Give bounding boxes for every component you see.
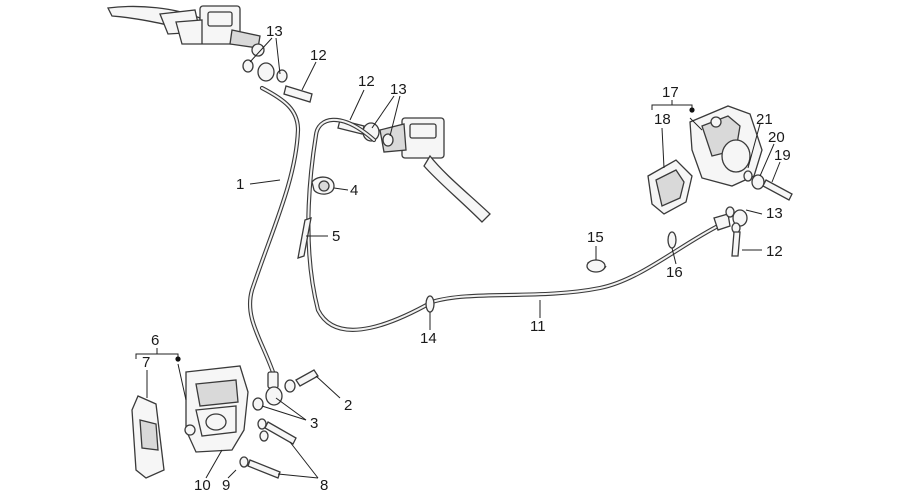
rear-brake-pads-icon xyxy=(647,159,693,215)
callout-6: 6 xyxy=(151,332,159,349)
callout-3: 3 xyxy=(310,415,318,432)
rear-brake-hose-icon xyxy=(306,117,731,332)
front-caliper-bolt-icon xyxy=(252,369,319,411)
callout-16: 16 xyxy=(666,264,683,281)
rear-caliper-icon xyxy=(689,105,763,187)
bracket-dot-right xyxy=(689,107,695,113)
callout-9: 9 xyxy=(222,477,230,493)
rear-caliper-bolt-icon xyxy=(743,170,793,201)
callout-labels: 13 12 12 13 1 4 5 6 7 2 3 8 9 10 14 11 1… xyxy=(142,23,791,493)
front-brake-hose-icon xyxy=(247,85,301,389)
callout-20: 20 xyxy=(768,129,785,146)
hose-clip-icon xyxy=(425,295,435,313)
callout-10: 10 xyxy=(194,477,211,493)
rear-master-cylinder-icon xyxy=(337,117,491,223)
front-brake-pads-icon xyxy=(131,395,165,479)
callout-7: 7 xyxy=(142,354,150,371)
front-caliper-icon xyxy=(184,365,249,453)
callout-18: 18 xyxy=(654,111,671,128)
callout-2: 2 xyxy=(344,397,352,414)
front-banjo-fitting-icon xyxy=(242,59,313,103)
callout-12-topleft: 12 xyxy=(310,47,327,64)
caliper-mounting-bolts-icon xyxy=(239,418,297,479)
callout-1: 1 xyxy=(236,176,244,193)
callout-12-right: 12 xyxy=(766,243,783,260)
callout-8: 8 xyxy=(320,477,328,493)
hose-pin-icon xyxy=(297,217,312,259)
leader-lines xyxy=(135,37,781,479)
hose-guide-icon xyxy=(311,176,335,195)
callout-11: 11 xyxy=(530,318,546,335)
callout-4: 4 xyxy=(350,182,358,199)
bracket-dot-left xyxy=(175,356,181,362)
callout-17: 17 xyxy=(662,84,679,101)
callout-21: 21 xyxy=(756,111,773,128)
hose-clip-rear-icon xyxy=(667,231,677,249)
hose-clamp-ring-icon xyxy=(586,259,607,273)
callout-13-center: 13 xyxy=(390,81,407,98)
callout-15: 15 xyxy=(587,229,604,246)
front-master-cylinder-icon xyxy=(175,5,265,57)
callout-12-center: 12 xyxy=(358,73,375,90)
callout-5: 5 xyxy=(332,228,340,245)
rear-banjo-fitting-icon xyxy=(725,206,748,257)
callout-19: 19 xyxy=(774,147,791,164)
callout-13-right: 13 xyxy=(766,205,783,222)
callout-13-topleft: 13 xyxy=(266,23,283,40)
callout-14: 14 xyxy=(420,330,437,347)
